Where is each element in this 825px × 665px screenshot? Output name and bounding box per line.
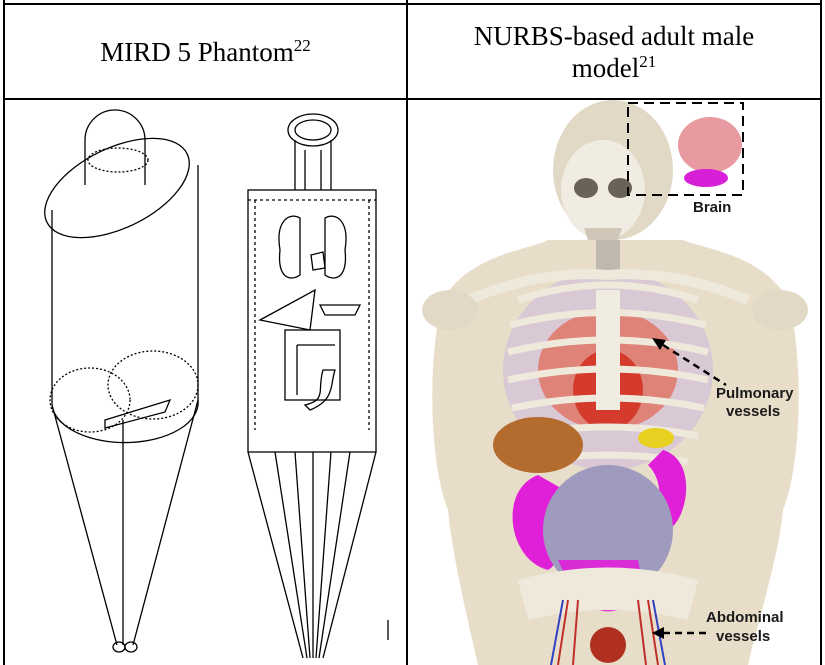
mird-liver <box>260 290 315 330</box>
mird-trunk-top <box>29 118 204 258</box>
header-right-line2: model <box>572 53 640 83</box>
nurbs-bladder <box>590 627 626 663</box>
mird-leg-section-right <box>323 452 376 658</box>
header-right-line1: NURBS-based adult male <box>474 21 754 51</box>
mird-neck-hidden <box>88 148 148 172</box>
mird-lung-left <box>279 216 300 278</box>
header-mird-phantom: MIRD 5 Phantom22 <box>5 5 406 98</box>
mird-neck-section <box>295 140 331 190</box>
brain-cerebellum <box>684 169 728 187</box>
nurbs-gallbladder <box>638 428 674 448</box>
mird-stomach <box>320 305 360 315</box>
nurbs-shoulder-right <box>752 290 808 330</box>
mird-leg-outer-right <box>133 400 198 645</box>
abdominal-label-line1: Abdominal <box>706 609 784 626</box>
header-nurbs-model: NURBS-based adult male model21 <box>408 5 820 98</box>
mird-head-inner <box>295 120 331 140</box>
nurbs-liver <box>493 417 583 473</box>
mird-leg-right-top <box>108 351 198 419</box>
brain-inset <box>678 117 742 173</box>
brain-label: Brain <box>693 199 731 216</box>
mird-heart <box>311 252 325 270</box>
mird-leg-section-left <box>248 452 303 658</box>
abdominal-label-line2: vessels <box>716 628 770 645</box>
nurbs-model-svg: Brain Pulmonary vessels Abdominal vessel… <box>408 100 820 665</box>
mird-genital-plate <box>105 400 170 428</box>
mird-trunk-bottom <box>52 400 198 443</box>
header-left-ref: 22 <box>294 36 311 55</box>
nurbs-shoulder-left <box>422 290 478 330</box>
header-left-text: MIRD 5 Phantom <box>100 37 294 67</box>
mird-phantom-drawing <box>5 100 406 665</box>
pulmonary-label-line1: Pulmonary <box>716 385 794 402</box>
mird-intestine-box <box>285 330 340 400</box>
mird-colon <box>305 370 335 410</box>
nurbs-eye-left <box>574 178 598 198</box>
mird-foot-right <box>125 642 137 652</box>
nurbs-teeth <box>584 228 622 240</box>
header-right-ref: 21 <box>639 52 656 71</box>
nurbs-sternum <box>596 290 620 410</box>
mird-lung-right <box>325 216 346 278</box>
mird-phantom-svg <box>5 100 406 665</box>
nurbs-model-illustration: Brain Pulmonary vessels Abdominal vessel… <box>408 100 820 665</box>
nurbs-skull <box>561 140 645 240</box>
pulmonary-label-line2: vessels <box>726 403 780 420</box>
mird-foot-left <box>113 642 125 652</box>
